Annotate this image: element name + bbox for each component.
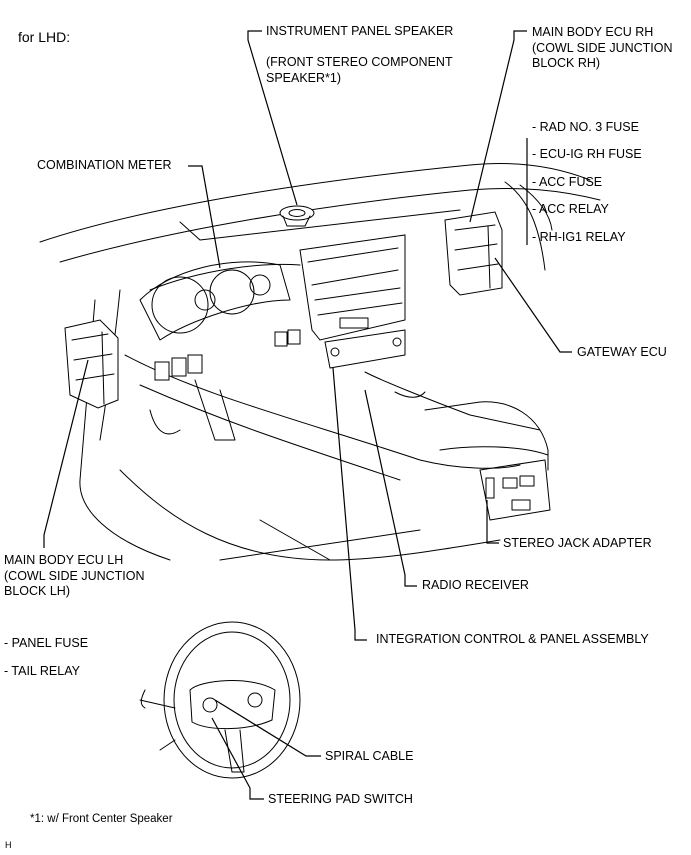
label-spiral-cable: SPIRAL CABLE <box>325 749 414 763</box>
corner-mark: H <box>5 840 12 850</box>
label-main-body-ecu-lh-line3: BLOCK LH) <box>4 584 70 598</box>
label-main-body-ecu-rh-line1: MAIN BODY ECU RH <box>532 25 654 39</box>
label-rh-ig1-relay: - RH-IG1 RELAY <box>532 230 626 244</box>
label-ecu-ig-rh-fuse: - ECU-IG RH FUSE <box>532 147 642 161</box>
label-front-stereo-line1: (FRONT STEREO COMPONENT <box>266 55 453 69</box>
label-stereo-jack-adapter: STEREO JACK ADAPTER <box>503 536 652 550</box>
label-front-stereo-line2: SPEAKER*1) <box>266 70 342 85</box>
label-main-body-ecu-rh-line3: BLOCK RH) <box>532 56 601 70</box>
label-rad-no3-fuse: - RAD NO. 3 FUSE <box>532 120 639 134</box>
label-instrument-panel-speaker: INSTRUMENT PANEL SPEAKER <box>266 24 454 38</box>
label-front-stereo-note: (FRONT STEREO COMPONENT SPEAKER*1) <box>266 55 453 86</box>
label-main-body-ecu-rh-line2: (COWL SIDE JUNCTION <box>532 40 673 55</box>
label-acc-fuse: - ACC FUSE <box>532 175 603 189</box>
footnote: *1: w/ Front Center Speaker <box>30 813 173 825</box>
label-main-body-ecu-rh: MAIN BODY ECU RH (COWL SIDE JUNCTION BLO… <box>532 25 673 72</box>
label-combination-meter: COMBINATION METER <box>37 158 172 172</box>
label-tail-relay: - TAIL RELAY <box>4 664 80 678</box>
label-radio-receiver: RADIO RECEIVER <box>422 578 529 592</box>
dashboard-drawing <box>39 163 601 561</box>
leader-lines <box>43 30 572 800</box>
label-acc-relay: - ACC RELAY <box>532 202 609 216</box>
label-steering-pad-switch: STEERING PAD SWITCH <box>268 792 413 806</box>
label-main-body-ecu-lh: MAIN BODY ECU LH (COWL SIDE JUNCTION BLO… <box>4 553 145 600</box>
label-main-body-ecu-lh-line2: (COWL SIDE JUNCTION <box>4 568 145 583</box>
label-panel-fuse: - PANEL FUSE <box>4 636 89 650</box>
label-integration-control: INTEGRATION CONTROL & PANEL ASSEMBLY <box>376 632 649 646</box>
steering-wheel-drawing <box>139 621 301 779</box>
label-gateway-ecu: GATEWAY ECU <box>577 345 667 359</box>
diagram-heading: for LHD: <box>18 29 71 45</box>
label-main-body-ecu-lh-line1: MAIN BODY ECU LH <box>4 553 124 567</box>
